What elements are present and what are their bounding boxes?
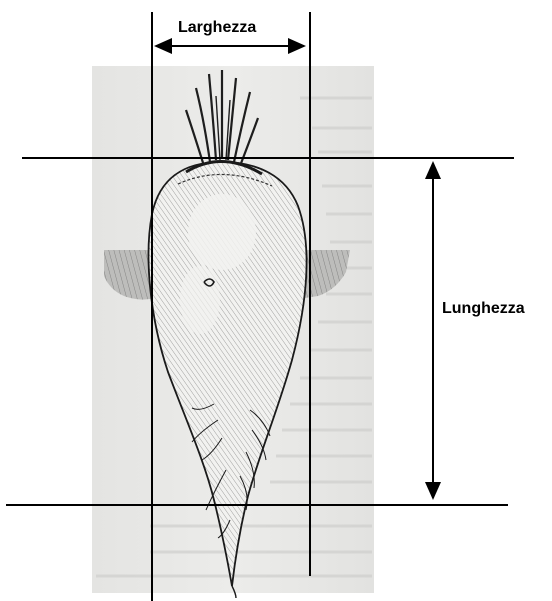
width-label: Larghezza	[178, 19, 256, 37]
length-label: Lunghezza	[442, 300, 525, 318]
